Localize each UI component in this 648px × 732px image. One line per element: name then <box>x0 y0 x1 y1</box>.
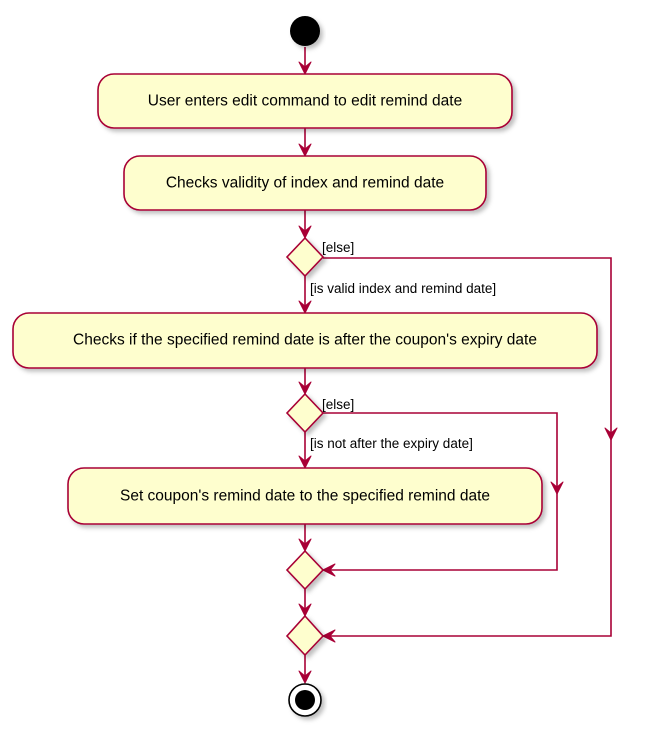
arrowhead-left-icon <box>322 563 336 577</box>
arrowhead-down-icon <box>550 481 564 495</box>
arrowhead-down-icon <box>298 225 312 239</box>
arrowhead-down-icon <box>298 455 312 469</box>
action-label: User enters edit command to edit remind … <box>148 93 462 110</box>
action-node: Checks validity of index and remind date <box>123 155 487 211</box>
action-label: Checks if the specified remind date is a… <box>73 332 537 349</box>
arrowheads <box>298 61 618 684</box>
arrowhead-down-icon <box>604 427 618 441</box>
guard-label-valid: [is valid index and remind date] <box>310 281 496 296</box>
decision-node <box>285 392 325 434</box>
start-node <box>290 16 320 46</box>
arrowhead-down-icon <box>298 670 312 684</box>
arrowhead-down-icon <box>298 300 312 314</box>
end-node <box>288 683 322 717</box>
arrowhead-down-icon <box>298 538 312 552</box>
action-node: User enters edit command to edit remind … <box>97 73 513 129</box>
action-node: Set coupon's remind date to the specifie… <box>67 467 543 525</box>
merge-node <box>285 614 325 657</box>
arrowhead-left-icon <box>322 629 336 643</box>
action-node: Checks if the specified remind date is a… <box>12 312 598 369</box>
guard-label-not-after: [is not after the expiry date] <box>310 436 473 451</box>
arrowhead-down-icon <box>298 603 312 617</box>
edge-decision1-else <box>323 257 612 637</box>
arrowhead-down-icon <box>298 381 312 395</box>
merge-node <box>285 549 325 591</box>
arrowhead-down-icon <box>298 143 312 157</box>
guard-label-else: [else] <box>322 240 354 255</box>
action-label: Checks validity of index and remind date <box>166 175 444 192</box>
arrowhead-down-icon <box>298 61 312 75</box>
guard-label-else: [else] <box>322 397 354 412</box>
action-label: Set coupon's remind date to the specifie… <box>120 488 490 505</box>
decision-node <box>285 236 325 278</box>
